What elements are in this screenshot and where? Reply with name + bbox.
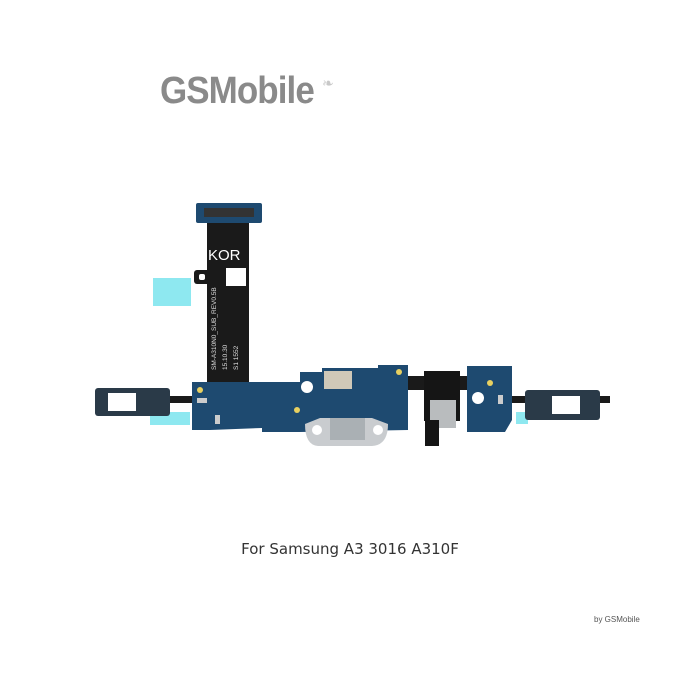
- flex-tab-hole: [199, 274, 205, 280]
- usb-screw-hole: [312, 425, 322, 435]
- flex-label-region: KOR: [208, 247, 241, 264]
- pcb-pad: [294, 407, 300, 413]
- logo-swirl-icon: ❧: [322, 76, 334, 92]
- connector-pins: [204, 208, 254, 217]
- white-label: [226, 268, 246, 286]
- brand-logo: GSMobile: [160, 70, 315, 112]
- pcb-pad: [487, 380, 493, 386]
- tape-left-top: [153, 278, 191, 306]
- right-bracket-hole: [552, 396, 580, 414]
- main-pcb: [192, 365, 408, 432]
- smd-component: [197, 398, 207, 403]
- right-pcb: [467, 366, 512, 432]
- audio-jack-tail: [425, 420, 439, 446]
- watermark-credit: by GSMobile: [594, 615, 640, 624]
- flex-label-code: S1 1552: [233, 345, 240, 370]
- vertical-flex: [207, 218, 249, 393]
- left-bracket-hole: [108, 393, 136, 411]
- smd-component: [215, 415, 220, 424]
- flex-label-model: SM-A310N0_SUB_REV0.5B: [211, 287, 218, 370]
- pcb-hole: [301, 381, 313, 393]
- shield-can: [324, 371, 352, 389]
- smd-component: [498, 395, 503, 404]
- pcb-pad: [197, 387, 203, 393]
- pcb-pad: [396, 369, 402, 375]
- pcb-hole: [472, 392, 484, 404]
- usb-screw-hole: [373, 425, 383, 435]
- usb-port-body: [330, 418, 365, 440]
- product-caption: For Samsung A3 3016 A310F: [241, 540, 459, 558]
- flex-label-date: 15.10.30: [222, 344, 229, 370]
